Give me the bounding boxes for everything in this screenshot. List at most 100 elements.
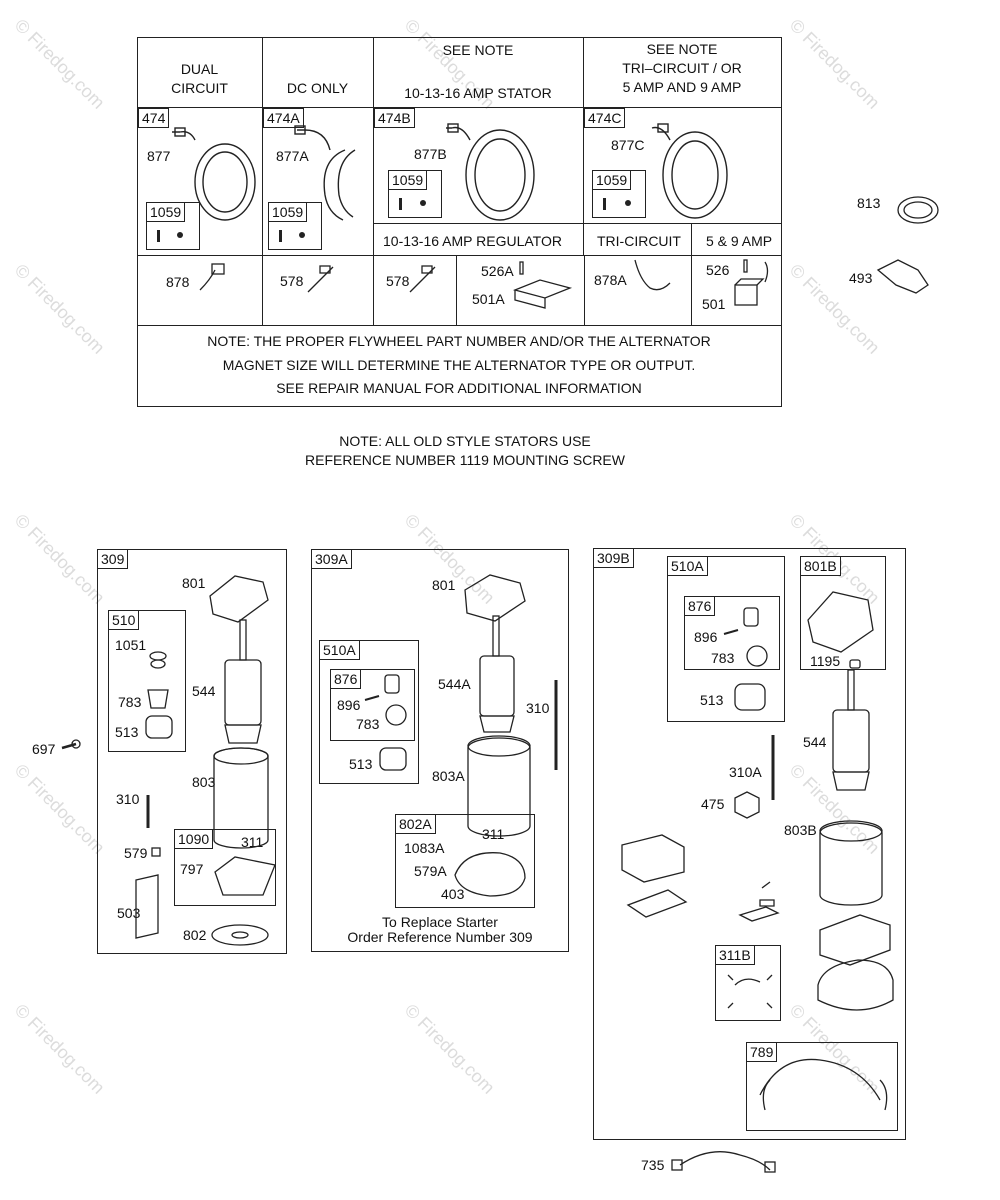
sub-header-tri-circuit: TRI-CIRCUIT — [597, 233, 681, 249]
drive-kit-510-box: 510 — [108, 610, 186, 752]
brush-kit-1090-box: 1090 — [174, 829, 276, 906]
part-544: 544 — [192, 683, 216, 699]
harness-735-art — [679, 1151, 771, 1171]
sub-header-regulator: 10-13-16 AMP REGULATOR — [383, 233, 562, 249]
part-878: 878 — [166, 274, 190, 290]
part-501a: 501A — [472, 291, 505, 307]
part-783: 783 — [356, 716, 380, 732]
stator-illustrations — [172, 123, 728, 221]
part-513: 513 — [349, 756, 373, 772]
part-797: 797 — [180, 861, 204, 877]
housing-803b-art — [819, 822, 883, 906]
bracket-801b-art — [807, 591, 874, 653]
part-544: 544 — [803, 734, 827, 750]
header-tri-circuit: SEE NOTE TRI–CIRCUIT / OR 5 AMP AND 9 AM… — [583, 40, 781, 97]
part-783: 783 — [711, 650, 735, 666]
part-735: 735 — [641, 1157, 665, 1173]
part-493: 493 — [849, 270, 873, 286]
group-474b: 474B — [374, 108, 415, 128]
clutch-876-box: 876 — [684, 596, 780, 670]
starter-309b-tag: 309B — [593, 548, 634, 568]
brush-kit-1090-tag: 1090 — [174, 829, 214, 849]
row3-illustrations — [199, 259, 769, 309]
harness-789-tag: 789 — [746, 1042, 778, 1062]
brush-plate-art — [214, 856, 276, 896]
screw-kit-tag: 1059 — [592, 170, 632, 190]
starter-309-panel: 309 — [97, 549, 287, 954]
screw-kit-tag: 1059 — [268, 202, 308, 222]
part-310: 310 — [116, 791, 140, 807]
drive-kit-510a-box: 510A — [319, 640, 419, 784]
header-line: 5 AMP AND 9 AMP — [622, 79, 742, 95]
brush-holder-art — [819, 914, 891, 966]
drive-kit-510a-tag: 510A — [319, 640, 360, 660]
stator-877c-art — [651, 123, 728, 219]
brush-kit-802a-tag: 802A — [395, 814, 436, 834]
part-801: 801 — [432, 577, 456, 593]
part-877c: 877C — [611, 137, 645, 153]
header-line: SEE NOTE — [442, 42, 514, 58]
part-697: 697 — [32, 741, 56, 757]
part-526: 526 — [706, 262, 730, 278]
header-dual-circuit: DUAL CIRCUIT — [137, 60, 262, 98]
armature-544-art — [847, 669, 855, 711]
header-dc-only: DC ONLY — [286, 80, 349, 96]
starter-309-tag: 309 — [97, 549, 129, 569]
part-544a: 544A — [438, 676, 471, 692]
starter-309a-panel: 309A — [311, 549, 569, 952]
end-cap-art — [817, 959, 894, 1011]
alternator-note-line: SEE REPAIR MANUAL FOR ADDITIONAL INFORMA… — [276, 380, 642, 396]
screw-kit-box: 1059 — [268, 202, 322, 250]
strap-503-art — [135, 874, 159, 939]
part-310: 310 — [526, 700, 550, 716]
drive-kit-510-tag: 510 — [108, 610, 140, 630]
part-311: 311 — [482, 826, 505, 842]
brush-plate-art — [454, 852, 526, 897]
bracket-801-art — [464, 574, 526, 622]
harness-789-box: 789 — [746, 1042, 898, 1131]
bracket-801-art — [209, 575, 269, 623]
drive-kit-510a-box: 510A — [667, 556, 785, 722]
header-line: SEE NOTE — [646, 41, 718, 57]
part-877: 877 — [147, 148, 171, 164]
part-501: 501 — [702, 296, 726, 312]
part-578: 578 — [280, 273, 304, 289]
housing-803a-art — [467, 737, 531, 837]
brush-kit-802a-box: 802A — [395, 814, 535, 908]
screw-kit-box: 1059 — [388, 170, 442, 218]
group-474a: 474A — [263, 108, 304, 128]
clutch-876-tag: 876 — [330, 669, 362, 689]
screw-icons — [157, 198, 631, 242]
stator-877-art — [172, 127, 256, 221]
clutch-876-tag: 876 — [684, 596, 716, 616]
replace-starter-note-line: To Replace Starter — [382, 914, 498, 930]
header-line: DUAL — [180, 61, 219, 77]
group-474c: 474C — [584, 108, 626, 128]
bracket-kit-801b-tag: 801B — [800, 556, 841, 576]
part-310a: 310A — [729, 764, 762, 780]
part-896: 896 — [694, 629, 718, 645]
clutch-876-box: 876 — [330, 669, 415, 741]
part-801: 801 — [182, 575, 206, 591]
part-896: 896 — [337, 697, 361, 713]
part-1195: 1195 — [810, 653, 841, 669]
part-579a: 579A — [414, 863, 447, 879]
part-475: 475 — [701, 796, 725, 812]
group-474: 474 — [138, 108, 170, 128]
part-803a: 803A — [432, 768, 465, 784]
plate-802-art — [211, 924, 269, 946]
part-526a: 526A — [481, 263, 514, 279]
part-579: 579 — [124, 845, 148, 861]
part-578: 578 — [386, 273, 410, 289]
header-line: CIRCUIT — [171, 80, 228, 96]
replace-starter-note-line: Order Reference Number 309 — [347, 929, 533, 945]
stator-877a-art — [294, 125, 356, 221]
screw-kit-tag: 1059 — [146, 202, 186, 222]
part-802: 802 — [183, 927, 207, 943]
part-803b: 803B — [784, 822, 817, 838]
sub-header-5-9-amp: 5 & 9 AMP — [706, 233, 773, 249]
part-1051: 1051 — [115, 637, 147, 653]
